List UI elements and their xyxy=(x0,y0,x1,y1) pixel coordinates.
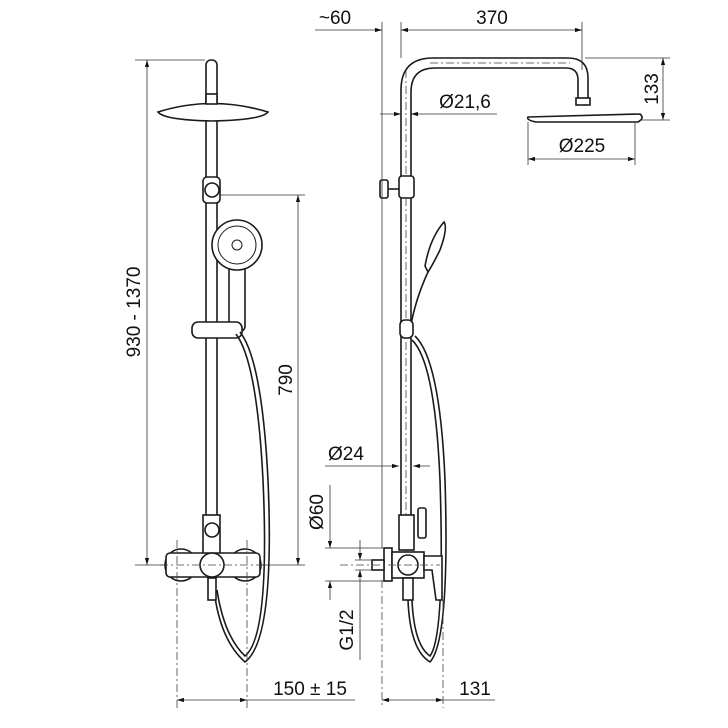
side-lever xyxy=(423,555,443,601)
side-shower-arm xyxy=(400,57,589,540)
front-holder-knob xyxy=(204,182,220,198)
front-slider xyxy=(191,321,243,339)
front-view: 930 - 1370 790 150 ± 15 xyxy=(124,59,355,708)
front-hose xyxy=(213,331,271,664)
front-hand-shower-head xyxy=(211,219,263,271)
dim-pipe-top-label: Ø21,6 xyxy=(439,92,491,113)
side-hand-shower xyxy=(424,220,447,274)
side-rail-holder xyxy=(398,175,415,199)
dim-escutcheon-label: Ø60 xyxy=(307,494,328,530)
dim-thread-label: G1/2 xyxy=(337,609,358,650)
side-hose xyxy=(407,335,447,664)
side-overhead-shower xyxy=(526,113,643,123)
side-view: ~60 370 133 Ø21,6 Ø225 Ø24 Ø60 G1/2 131 xyxy=(307,8,670,708)
front-rail xyxy=(205,59,218,541)
front-overhead-shower xyxy=(156,102,270,122)
dim-arm-length-label: 370 xyxy=(476,8,508,29)
side-diverter-knob xyxy=(417,507,427,539)
dim-inlet-spacing-label: 150 ± 15 xyxy=(273,679,347,700)
side-diverter xyxy=(398,514,415,551)
dim-projection-label: 131 xyxy=(459,679,491,700)
side-holder-knob xyxy=(379,179,389,199)
side-hose-connector xyxy=(402,577,414,601)
side-slider xyxy=(399,319,414,339)
front-head-connector xyxy=(205,93,218,105)
side-escutcheon xyxy=(383,547,393,582)
dim-height-range-label: 930 - 1370 xyxy=(124,267,145,358)
dim-790-label: 790 xyxy=(276,364,297,396)
dim-arm-drop-label: 133 xyxy=(642,73,663,105)
dim-wall-offset-label: ~60 xyxy=(319,8,351,29)
dim-pipe-bottom-label: Ø24 xyxy=(328,444,364,465)
dim-head-diameter-label: Ø225 xyxy=(559,136,605,157)
front-hose-connector xyxy=(207,577,217,601)
side-head-connector xyxy=(575,97,591,106)
